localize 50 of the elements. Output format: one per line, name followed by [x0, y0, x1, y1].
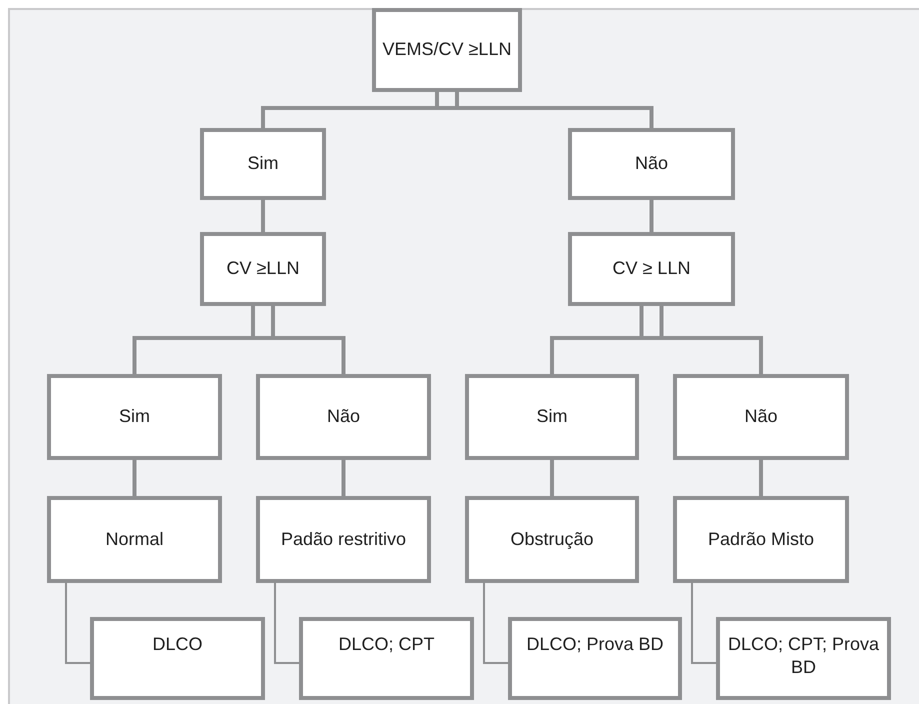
leader-line	[691, 583, 716, 664]
connector-line	[660, 306, 763, 374]
connector-line	[759, 460, 763, 496]
decision-box	[90, 617, 265, 700]
decision-box	[465, 496, 639, 583]
connector-line	[550, 306, 644, 374]
box-label: DLCO	[152, 633, 202, 656]
box-label: DLCO; CPT	[338, 633, 434, 656]
box-label: Sim	[536, 405, 568, 428]
decision-box	[299, 617, 474, 700]
decision-box	[47, 496, 222, 583]
box-label: Não	[744, 405, 778, 428]
leader-line	[65, 583, 90, 664]
box-label: Obstrução	[510, 528, 594, 551]
box-label: Não	[634, 152, 668, 176]
box-label: Padrão Misto	[708, 528, 814, 551]
box-label: DLCO; CPT; Prova BD	[726, 633, 880, 680]
decision-box	[256, 496, 431, 583]
decision-box	[568, 232, 735, 306]
connector-line	[550, 460, 554, 496]
box-label: CV ≥LLN	[226, 257, 300, 280]
box-label: Não	[326, 405, 360, 428]
decision-box	[47, 374, 222, 460]
decision-box	[716, 617, 891, 700]
box-label: Sim	[248, 152, 278, 176]
connector-line	[342, 460, 346, 496]
connector-line	[650, 200, 654, 232]
decision-box	[372, 8, 522, 92]
leader-line	[483, 583, 508, 664]
connector-line	[455, 92, 654, 128]
decision-box	[508, 617, 682, 700]
connector-line	[132, 306, 255, 374]
leader-line	[274, 583, 299, 664]
decision-box	[465, 374, 639, 460]
box-label: Sim	[119, 405, 150, 428]
box-label: Normal	[105, 528, 164, 551]
decision-box	[256, 374, 431, 460]
connector-line	[261, 92, 439, 128]
decision-box	[673, 374, 849, 460]
box-label: CV ≥ LLN	[612, 257, 690, 280]
decision-box	[200, 128, 326, 200]
connector-line	[271, 306, 346, 374]
decision-box	[673, 496, 849, 583]
box-label: VEMS/CV ≥LLN	[382, 38, 512, 62]
box-label: DLCO; Prova BD	[526, 633, 664, 656]
decision-box	[568, 128, 735, 200]
connector-line	[132, 460, 136, 496]
decision-box	[200, 232, 326, 306]
box-label: Padão restritivo	[280, 528, 406, 551]
connector-line	[261, 200, 265, 232]
